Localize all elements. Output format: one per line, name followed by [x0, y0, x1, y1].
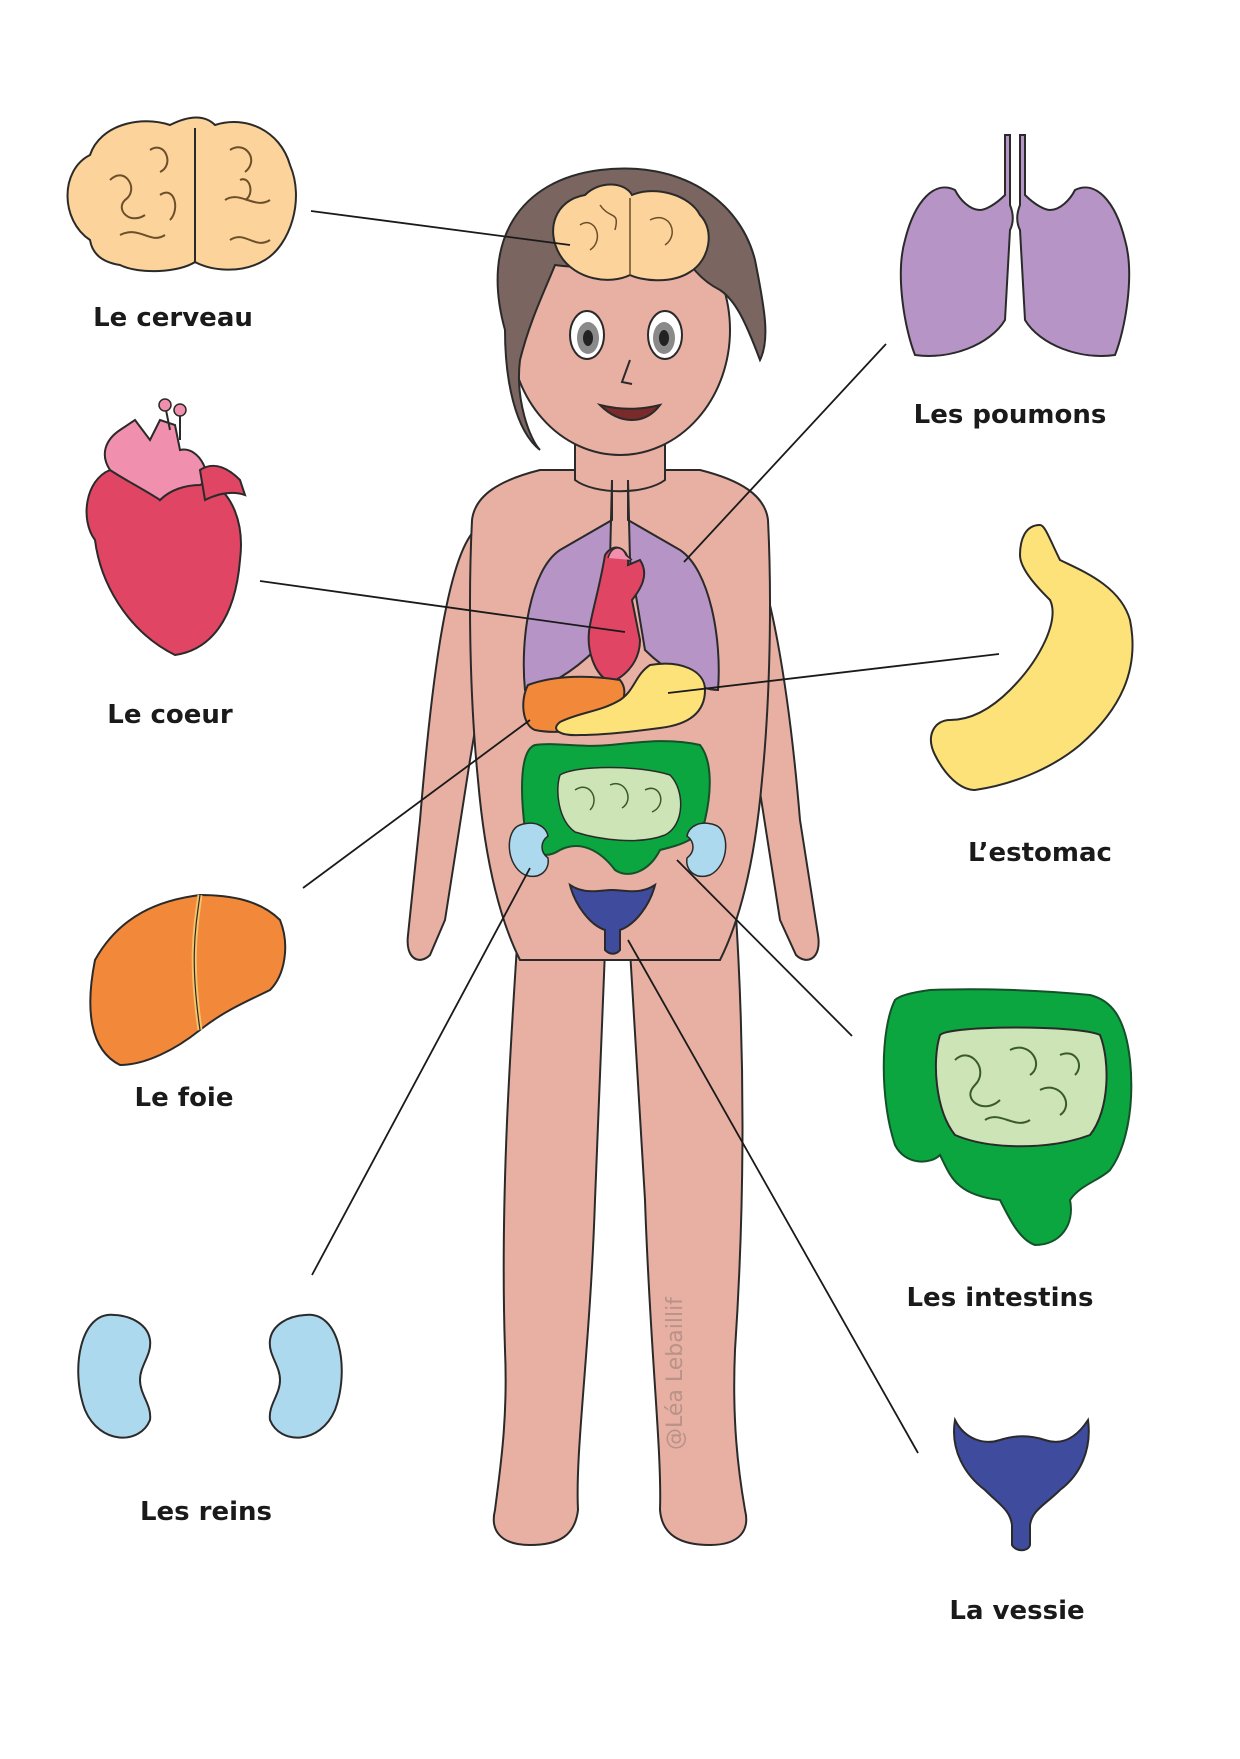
label-heart: Le coeur — [107, 700, 233, 730]
body-stomach — [555, 662, 707, 737]
line-stomach — [667, 653, 1000, 694]
line-intestines — [676, 859, 853, 1037]
brain-icon — [66, 116, 297, 273]
body-brain — [552, 183, 710, 282]
nose — [620, 359, 633, 385]
line-brain — [310, 210, 571, 246]
right-leg — [628, 898, 748, 1547]
label-liver: Le foie — [134, 1083, 234, 1113]
label-bladder: La vessie — [949, 1596, 1085, 1626]
label-kidneys: Les reins — [139, 1497, 273, 1527]
left-leg — [492, 898, 607, 1547]
liver-icon — [89, 893, 287, 1067]
body-heart — [587, 546, 646, 684]
stomach-icon — [930, 523, 1134, 792]
kidneys-icon — [77, 1313, 343, 1439]
line-heart — [259, 580, 626, 633]
intestines-icon — [882, 988, 1133, 1247]
bladder-icon — [953, 1416, 1090, 1552]
line-liver — [302, 719, 531, 889]
line-kidneys — [311, 867, 531, 1276]
line-bladder — [627, 939, 919, 1454]
leader-lines — [259, 210, 1000, 1454]
body-kidney-left — [508, 822, 549, 877]
kidney-left-icon — [77, 1313, 152, 1439]
label-stomach: L’estomac — [968, 838, 1112, 868]
kidney-right-icon — [268, 1313, 343, 1439]
label-lungs: Les poumons — [913, 400, 1107, 430]
body-small-intestine — [557, 766, 682, 842]
face-features — [569, 310, 683, 421]
mouth — [596, 403, 663, 421]
body-kidney-right — [686, 822, 727, 877]
label-brain: Le cerveau — [93, 303, 253, 333]
label-intestines: Les intestins — [906, 1283, 1094, 1313]
child-body — [406, 204, 820, 1547]
heart-icon — [85, 398, 247, 657]
line-lungs — [683, 343, 887, 563]
lungs-icon — [899, 134, 1131, 357]
author-watermark: @Léa Lebaillif — [663, 1297, 688, 1450]
body-bladder — [568, 882, 657, 955]
